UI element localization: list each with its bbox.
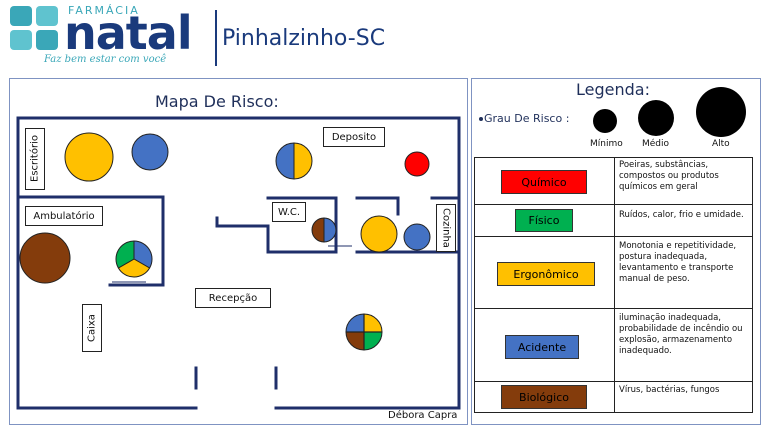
risk-row-fisico: Físico Ruídos, calor, frio e umidade. [475,205,752,237]
room-label-cozinha: Cozinha [436,204,456,252]
level-label-alto: Alto [712,139,730,149]
risk-circle-cozinha-ergonomico [360,215,398,253]
risk-circle-deposito-acidente [275,142,295,180]
risk-row-ergonomico: Ergonômico Monotonia e repetitividade, p… [475,237,752,309]
legend-title: Legenda: [576,80,650,99]
map-title: Mapa De Risco: [155,92,279,111]
room-label-escritorio: Escritório [25,128,45,190]
table-column-divider [614,158,615,412]
risk-circle-cozinha-acidente [403,223,431,251]
city-title: Pinhalzinho-SC [222,26,386,51]
risk-name-fisico: Físico [515,209,573,232]
level-medio-icon [638,100,674,136]
risk-level-label: Grau De Risco : [484,112,570,125]
room-label-deposito: Deposito [323,127,385,147]
map-panel [9,78,468,425]
risk-circle-recepcao-acidente [345,313,365,333]
level-label-minimo: Mínimo [590,139,623,149]
risk-desc-acidente: iluminação inadequada, probabilidade de … [619,313,743,356]
room-label-caixa: Caixa [82,304,102,352]
risk-circle-deposito-ergonomico [293,142,313,180]
room-label-ambulatorio: Ambulatório [25,206,103,226]
risk-name-quimico: Químico [501,170,587,194]
risk-row-biologico: Biológico Vírus, bactérias, fungos [475,382,752,413]
wall-outer [16,116,461,254]
pharmacy-logo-icon [10,6,60,52]
risk-circle-ambulatorio-biologico [19,232,71,284]
risk-circle-ambulatorio-ergonomico [117,258,151,278]
wall-outer-bottom-right [274,250,461,410]
risk-circle-recepcao-biologico [345,331,365,351]
bullet-icon [479,117,483,121]
level-minimo-icon [593,109,617,133]
risk-name-ergonomico: Ergonômico [497,262,595,286]
level-label-medio: Médio [642,139,670,149]
brand-tagline: Faz bem estar com você [44,54,167,65]
risk-circle-escritorio-acidente [131,133,169,171]
risk-circle-escritorio-ergonomico [64,132,114,182]
risk-desc-biologico: Vírus, bactérias, fungos [619,385,720,395]
risk-circle-wc-biologico [311,217,325,243]
risk-name-biologico: Biológico [501,385,587,409]
risk-row-quimico: Químico Poeiras, substâncias, compostos … [475,158,752,205]
room-label-wc: W.C. [272,202,306,222]
wall-wc [215,196,338,254]
risk-legend-table: Químico Poeiras, substâncias, compostos … [474,157,753,413]
brand-name: natal [64,6,193,60]
level-alto-icon [696,87,746,137]
risk-circle-deposito-quimico [404,151,430,177]
wall-outer-left [16,116,198,410]
risk-desc-fisico: Ruídos, calor, frio e umidade. [619,210,744,220]
legend-panel [471,78,761,425]
wall-ambulatorio [16,195,165,287]
brand-subtitle: FARMÁCIA [68,4,140,17]
risk-circle-recepcao-fisico [363,331,383,351]
author-credit: Débora Capra [388,410,458,421]
risk-circle-wc-acidente [323,217,337,243]
risk-name-acidente: Acidente [505,335,579,359]
wall-cozinha [355,196,461,216]
risk-desc-ergonomico: Monotonia e repetitividade, postura inad… [619,241,737,284]
risk-desc-quimico: Poeiras, substâncias, compostos ou produ… [619,160,719,192]
risk-row-acidente: Acidente iluminação inadequada, probabil… [475,309,752,382]
room-label-recepcao: Recepção [195,288,271,308]
header-divider [215,10,217,66]
risk-circle-ambulatorio-fisico [115,240,135,269]
risk-circle-recepcao-ergonomico [363,313,383,333]
